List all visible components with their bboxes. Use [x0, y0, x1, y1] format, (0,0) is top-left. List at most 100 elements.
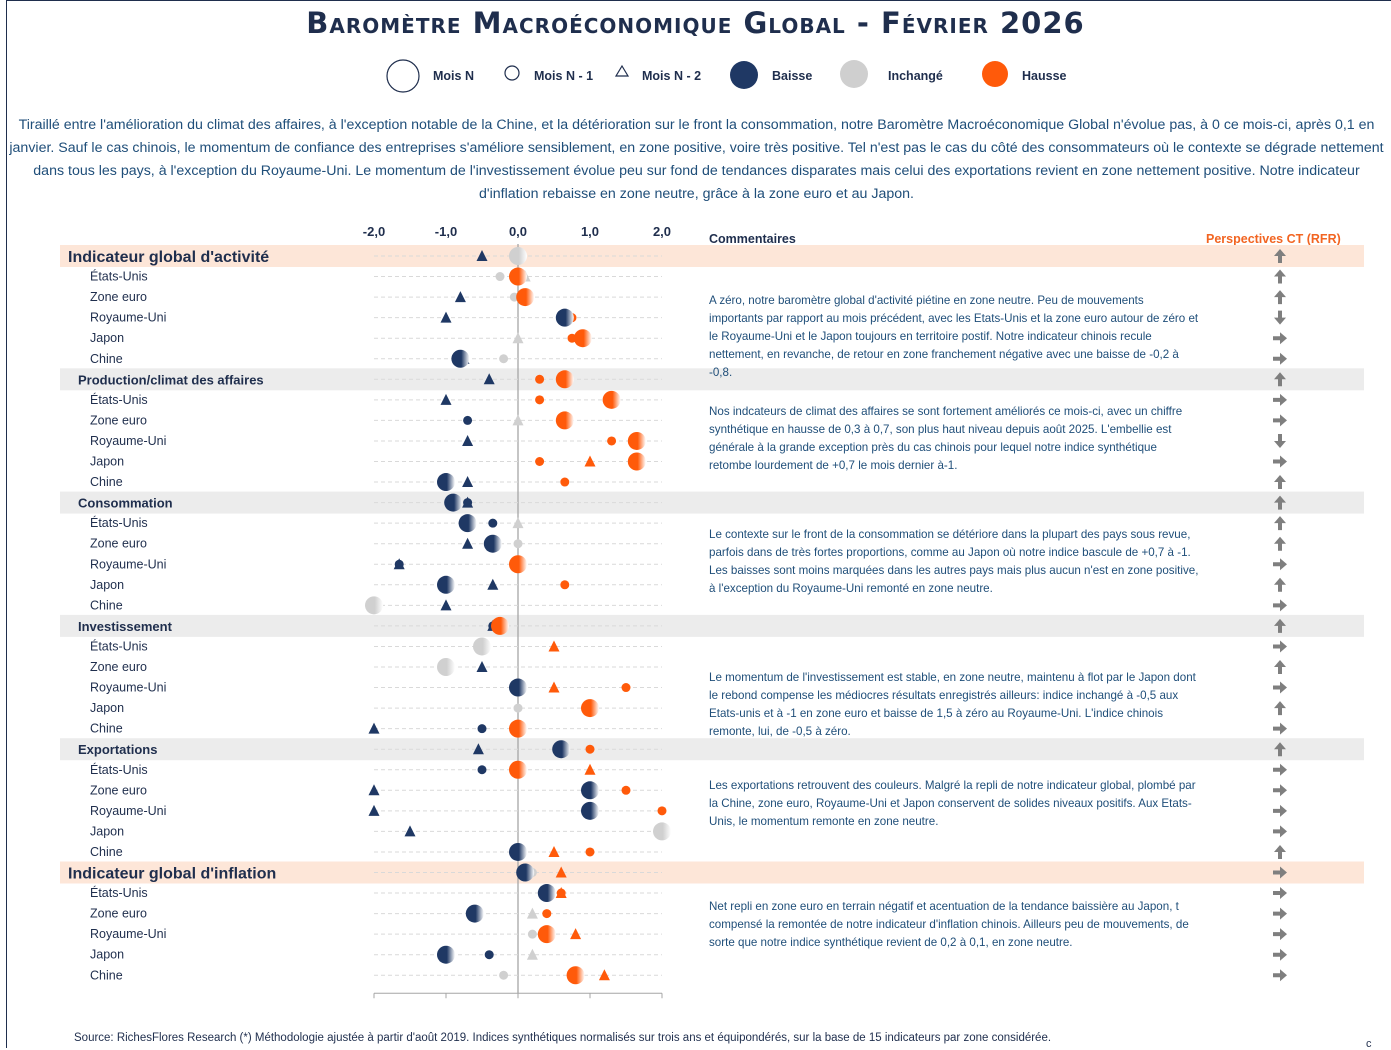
mois-n2-triangle	[555, 866, 567, 878]
mois-n1-point	[499, 354, 509, 364]
mois-n2-triangle	[570, 928, 582, 940]
perspective-arrow-right-icon	[1273, 763, 1287, 776]
country-label: Japon	[90, 948, 124, 962]
mois-n1-point	[556, 888, 566, 898]
mois-n-point	[509, 267, 527, 286]
legend-mois-n-label: Mois N	[433, 69, 474, 83]
perspective-arrow-right-icon	[1273, 640, 1287, 653]
legend-baisse-label: Baisse	[772, 69, 813, 83]
frame-left	[6, 0, 7, 1048]
mois-n-point	[365, 596, 383, 615]
perspective-arrow-right-icon	[1273, 722, 1287, 735]
perspective-arrow-up-icon	[1274, 269, 1286, 284]
mois-n-point	[555, 370, 574, 389]
country-label: Chine	[90, 845, 123, 859]
intro-text: Tiraillé entre l'amélioration du climat …	[9, 117, 1384, 202]
mois-n-point	[653, 822, 671, 841]
legend-hausse-label: Hausse	[1022, 69, 1067, 83]
country-label: Royaume-Uni	[90, 557, 166, 571]
mois-n2-triangle	[476, 661, 488, 672]
mois-n-point	[555, 308, 574, 327]
arrow-shape	[1273, 887, 1287, 900]
country-label: Chine	[90, 352, 123, 366]
mois-n1-point	[513, 539, 523, 549]
legend-mois-n-icon	[386, 59, 420, 93]
arrow-shape	[1273, 763, 1287, 776]
mois-n1-point	[607, 436, 617, 446]
mois-n-point	[491, 616, 509, 635]
legend-inchange-icon	[840, 60, 868, 88]
mois-n1-point	[657, 806, 667, 816]
arrow-shape	[1273, 393, 1287, 406]
arrow-shape	[1274, 660, 1286, 674]
legend-mois-n1-icon	[504, 65, 520, 81]
perspective-arrow-right-icon	[1273, 332, 1287, 345]
section-label: Consommation	[78, 496, 173, 511]
country-label: Chine	[90, 475, 123, 489]
mois-n1-point	[585, 847, 595, 857]
x-tick-label: 2,0	[653, 224, 671, 239]
perspective-arrow-right-icon	[1273, 414, 1287, 427]
mois-n1-point	[488, 518, 498, 528]
perspective-arrow-right-icon	[1273, 352, 1287, 365]
perspective-arrow-up-icon	[1274, 577, 1286, 592]
perspective-arrow-up-icon	[1274, 495, 1286, 510]
section-label: Production/climat des affaires	[78, 372, 264, 387]
mois-n-point	[566, 966, 585, 985]
perspective-arrow-right-icon	[1273, 825, 1287, 838]
mois-n-point	[509, 678, 527, 697]
arrow-shape	[1273, 681, 1287, 694]
mois-n-point	[509, 719, 527, 738]
mois-n-point	[473, 637, 491, 656]
country-label: Chine	[90, 722, 123, 736]
section-band	[60, 245, 1364, 267]
mois-n2-triangle	[368, 804, 380, 816]
section-comment: Les exportations retrouvent des couleurs…	[709, 778, 1196, 828]
perspective-arrow-right-icon	[1273, 393, 1287, 406]
arrow-shape	[1273, 722, 1287, 735]
mois-n1-point	[535, 457, 545, 466]
mois-n-point	[555, 411, 574, 430]
country-label: Zone euro	[90, 783, 147, 797]
mois-n1-point	[535, 395, 545, 405]
country-label: Zone euro	[90, 907, 147, 921]
legend: Mois N Mois N - 1 Mois N - 2 Baisse Inch…	[0, 58, 1391, 94]
mois-n-point	[627, 431, 646, 450]
section-band	[60, 614, 1364, 637]
mois-n-point	[516, 863, 535, 882]
legend-mois-n1: Mois N - 1	[502, 58, 593, 94]
arrow-shape	[1274, 618, 1286, 633]
mois-n-point	[509, 842, 527, 861]
country-label: Zone euro	[90, 413, 147, 427]
arrow-shape	[1274, 516, 1286, 531]
country-label: Japon	[90, 701, 124, 715]
perspective-arrow-right-icon	[1273, 907, 1287, 920]
mois-n1-point	[621, 683, 631, 693]
perspective-arrow-right-icon	[1273, 887, 1287, 900]
arrow-shape	[1274, 249, 1286, 263]
mois-n-point	[552, 740, 571, 759]
mois-n1-point	[499, 970, 509, 980]
arrow-shape	[1273, 907, 1287, 920]
arrow-shape	[1274, 372, 1286, 387]
mois-n-point	[437, 575, 455, 594]
legend-inchange: Inchangé	[838, 58, 943, 94]
mois-n2-triangle	[440, 599, 452, 611]
legend-baisse-icon	[730, 61, 758, 89]
mois-n-point	[437, 473, 455, 492]
section-comment: Nos indcateurs de climat des affaires se…	[709, 404, 1183, 472]
legend-mois-n1-label: Mois N - 1	[534, 69, 594, 83]
mois-n1-point	[560, 477, 570, 487]
mois-n2-triangle	[368, 784, 380, 796]
mois-n-point	[444, 493, 463, 512]
mois-n2-triangle	[526, 948, 538, 960]
mois-n1-point	[394, 559, 404, 569]
country-label: États-Unis	[90, 269, 148, 284]
mois-n-point	[483, 534, 502, 553]
perspective-arrow-right-icon	[1273, 558, 1287, 571]
section-comment: Le momentum de l'investissement est stab…	[709, 671, 1196, 739]
legend-mois-n2-label: Mois N - 2	[642, 69, 702, 83]
perspective-arrow-up-icon	[1274, 844, 1286, 859]
mois-n2-triangle	[584, 455, 596, 467]
corner-mark: c	[1366, 1038, 1372, 1050]
